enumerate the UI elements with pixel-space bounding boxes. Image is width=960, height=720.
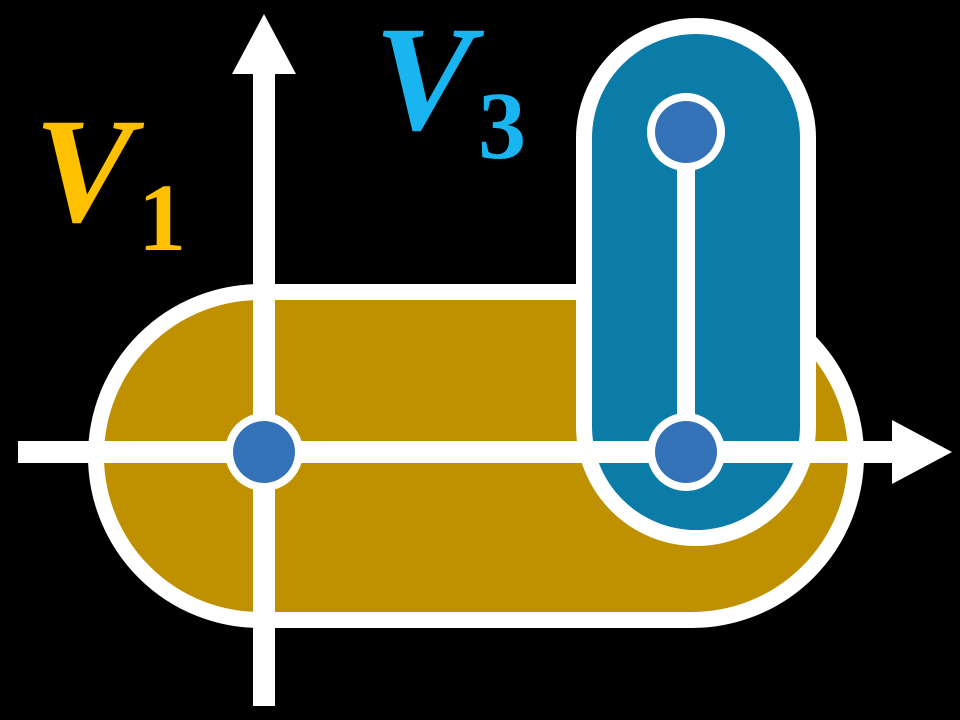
- vertical-axis: [232, 14, 296, 706]
- horizontal-axis-shaft: [18, 441, 906, 463]
- connector-vertical-right: [677, 132, 695, 452]
- label-v1-subscript: 1: [138, 163, 187, 271]
- vertical-axis-shaft: [253, 60, 275, 706]
- label-v1: V1: [34, 96, 186, 266]
- node-upper-right[interactable]: [647, 93, 725, 171]
- region-v3-shape[interactable]: [576, 18, 816, 546]
- node-lower-right[interactable]: [647, 413, 725, 491]
- node-upper-right-core[interactable]: [655, 101, 717, 163]
- label-v1-base: V: [34, 88, 135, 254]
- node-lower-right-core[interactable]: [655, 421, 717, 483]
- region-v3[interactable]: [576, 18, 816, 546]
- node-origin-core[interactable]: [233, 421, 295, 483]
- connector-segment: [677, 132, 695, 452]
- node-origin[interactable]: [225, 413, 303, 491]
- horizontal-axis-arrowhead: [892, 420, 952, 484]
- vertical-axis-arrowhead: [232, 14, 296, 74]
- label-v3-subscript: 3: [478, 71, 527, 179]
- label-v3: V3: [374, 4, 526, 174]
- label-v3-base: V: [374, 0, 475, 162]
